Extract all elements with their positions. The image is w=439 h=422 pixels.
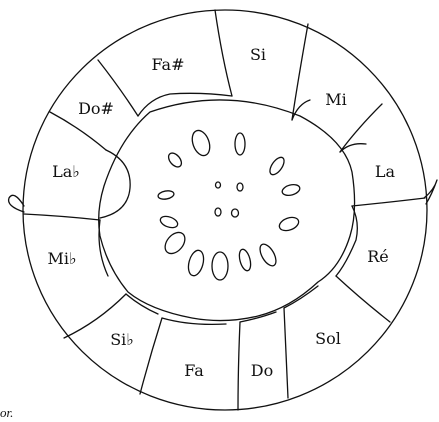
note-label-fa-sharp: Fa# [152,55,185,74]
note-label-re: Ré [367,247,389,266]
note-pad-outlines [99,93,366,324]
note-dividers [24,10,425,410]
note-label-si: Si [250,45,266,64]
left-hanging-loop [9,195,24,212]
sound-holes [157,128,301,280]
note-label-sol: Sol [315,329,341,348]
note-label-do-sharp: Do# [78,99,114,118]
note-label-la-flat: La♭ [52,162,80,181]
drum-rim [23,10,427,410]
note-label-mi-flat: Mi♭ [47,249,76,268]
note-label-mi: Mi [325,90,347,109]
note-label-si-flat: Si♭ [110,330,134,349]
note-label-la: La [375,162,396,181]
note-label-fa: Fa [184,361,204,380]
note-label-do: Do [251,361,273,380]
caption-fragment: or. [0,405,13,420]
